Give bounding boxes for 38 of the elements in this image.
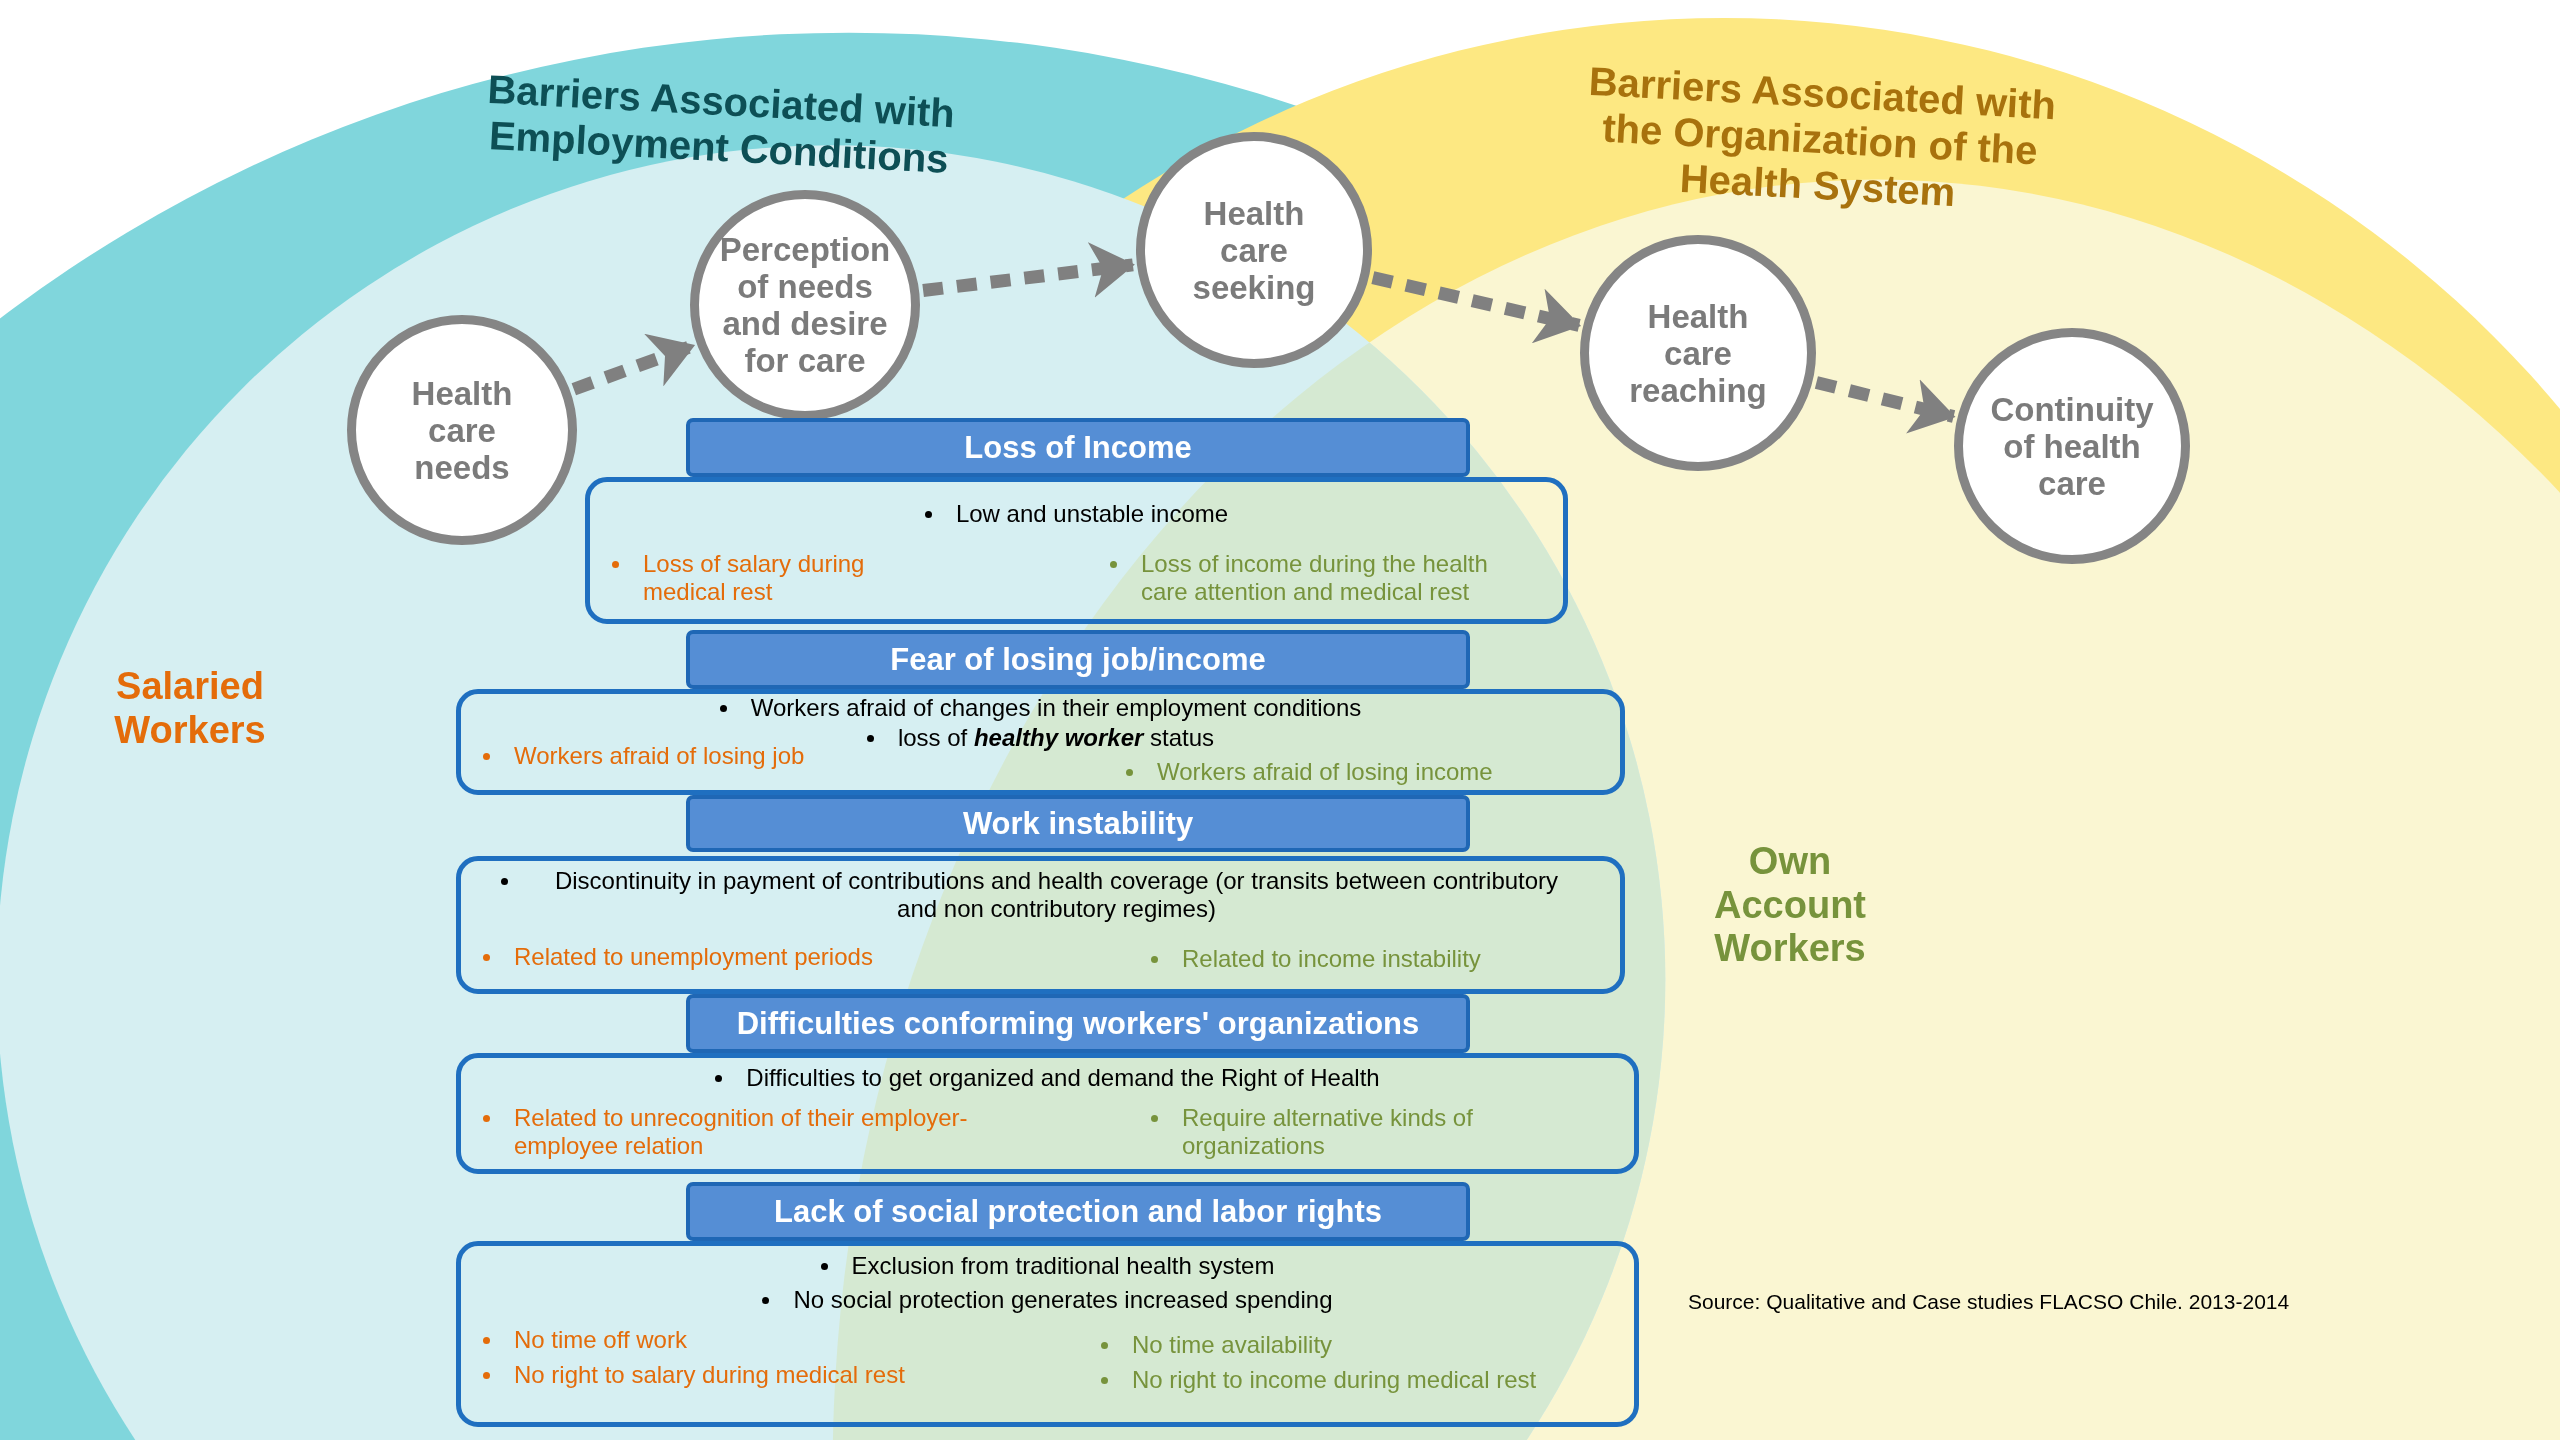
bullet-text: No time off work [514, 1326, 687, 1354]
bullet-text: Workers afraid of losing job [514, 742, 805, 770]
dashed-arrow [1371, 271, 1582, 344]
bullet-text: No time availability [1132, 1331, 1333, 1359]
section-header: Fear of losing job/income [686, 630, 1470, 689]
region-title: Barriers Associated with the Organization of the Health System [1586, 57, 2058, 217]
bullet-text: Exclusion from traditional health system [851, 1252, 1275, 1280]
group-label: Salaried Workers [113, 665, 267, 753]
section-header: Loss of Income [686, 418, 1470, 477]
bullet-text: Low and unstable income [955, 500, 1229, 528]
bullet-text: Loss of salary during medical rest [643, 550, 866, 606]
bullet-text: loss of healthy worker status [897, 724, 1215, 752]
section-header: Work instability [686, 795, 1470, 852]
region-title: Barriers Associated with Employment Conditions [485, 65, 957, 183]
dashed-arrow [922, 242, 1135, 298]
bullet-text: Difficulties to get organized and demand the Right of Health [746, 1064, 1380, 1092]
text-panel [456, 856, 1625, 994]
bullet-text: Loss of income during the health care attention and medical rest [1141, 550, 1489, 606]
dashed-arrow [571, 333, 696, 396]
bullet-text: No right to income during medical rest [1132, 1366, 1537, 1394]
bullet-text: Workers afraid of losing income [1157, 758, 1493, 786]
bullet-text: No social protection generates increased spending [793, 1286, 1333, 1314]
bullet-text: Workers afraid of changes in their employment conditions [750, 694, 1362, 722]
section-header: Lack of social protection and labor rights [686, 1182, 1470, 1241]
bullet-text: Discontinuity in payment of contributions and health coverage (or transits between contributory and non contributory regimes) [553, 867, 1560, 923]
text-panel [456, 1241, 1639, 1427]
text-panel [456, 1053, 1639, 1174]
text-panel [456, 689, 1625, 795]
bullet-text: Related to unemployment periods [514, 943, 873, 971]
bullet-text: Related to unrecognition of their employer-employee relation [514, 1104, 969, 1160]
text-panel [585, 477, 1568, 624]
bullet-text: Require alternative kinds of organizations [1182, 1104, 1474, 1160]
bullet-text: No right to salary during medical rest [514, 1361, 905, 1389]
group-label: Own Account Workers [1713, 840, 1867, 972]
bullet-text: Related to income instability [1182, 945, 1481, 973]
source-note: Source: Qualitative and Case studies FLACSO Chile. 2013-2014 [1688, 1290, 2291, 1315]
dashed-arrow [1814, 376, 1956, 434]
section-header: Difficulties conforming workers' organizations [686, 994, 1470, 1053]
